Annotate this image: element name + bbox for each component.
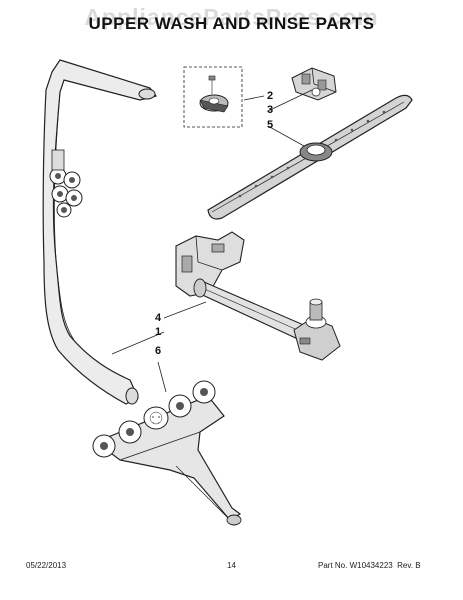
callout-4: 4	[155, 312, 162, 324]
footer-part-number: Part No. W10434223 Rev. B	[318, 561, 421, 570]
leader-lines	[111, 89, 313, 393]
footer-page-number: 14	[227, 561, 236, 570]
tube-clips	[49, 149, 83, 218]
supply-tube	[42, 59, 158, 405]
spray-head-manifold	[92, 380, 242, 526]
callout-3: 3	[267, 104, 274, 116]
callout-2: 2	[267, 90, 274, 102]
watermark: AppliancePartsPros.com	[84, 4, 379, 30]
page-title: UPPER WASH AND RINSE PARTS	[88, 14, 375, 33]
footer-date: 05/22/2013	[26, 561, 67, 570]
callout-1: 1	[155, 326, 162, 338]
spray-heads	[92, 380, 216, 458]
spray-manifold	[175, 231, 341, 361]
spray-arm-mount	[291, 67, 337, 101]
callout-6: 6	[155, 345, 162, 357]
upper-spray-arm	[207, 94, 413, 220]
part-2-inset	[183, 66, 243, 128]
callout-5: 5	[267, 119, 274, 131]
